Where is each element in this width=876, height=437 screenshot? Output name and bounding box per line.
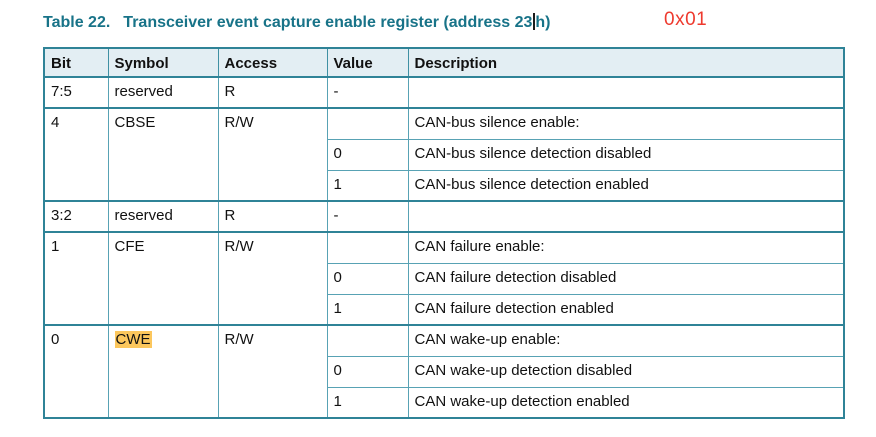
column-header-symbol: Symbol	[107, 47, 219, 78]
register-value-annotation: 0x01	[664, 9, 708, 30]
access-cell: R/W	[217, 107, 328, 202]
access-cell: R/W	[217, 324, 328, 419]
description-cell: CAN-bus silence detection enabled	[407, 169, 845, 202]
table-row: 4 CBSE R/W CAN-bus silence enable:	[43, 107, 845, 202]
value-cell: 0	[326, 138, 409, 171]
description-cell: CAN wake-up detection enabled	[407, 386, 845, 419]
search-highlight: CWE	[114, 331, 152, 348]
table-row: 1 CFE R/W CAN failure enable:	[43, 231, 845, 326]
value-cell	[326, 107, 409, 140]
value-cell: 0	[326, 262, 409, 295]
column-header-bit: Bit	[43, 47, 109, 78]
symbol-cell: CBSE	[107, 107, 219, 202]
description-cell: CAN failure enable:	[407, 231, 845, 264]
value-cell: 1	[326, 386, 409, 419]
access-cell: R	[217, 200, 328, 233]
value-cell	[326, 324, 409, 357]
register-table: Bit Symbol Access Value Description 7:5 …	[43, 47, 845, 419]
description-cell: CAN wake-up enable:	[407, 324, 845, 357]
table-header-row: Bit Symbol Access Value Description	[43, 47, 845, 78]
description-cell: CAN failure detection enabled	[407, 293, 845, 326]
table-row: 0 CWE R/W CAN wake-up enable:	[43, 324, 845, 419]
symbol-cell: CFE	[107, 231, 219, 326]
table-title-caption-prefix: Transceiver event capture enable registe…	[123, 14, 533, 31]
value-cell: 1	[326, 169, 409, 202]
table-subrow: 0 CAN wake-up detection disabled	[44, 355, 845, 388]
table-subrow: 1 CAN wake-up detection enabled	[44, 386, 845, 419]
bit-cell: 3:2	[43, 200, 109, 233]
access-cell: R/W	[217, 231, 328, 326]
bit-cell: 0	[43, 324, 109, 419]
column-header-access: Access	[217, 47, 328, 78]
description-cell	[407, 200, 845, 233]
value-cell: 1	[326, 293, 409, 326]
value-cell: -	[326, 76, 409, 109]
table-row: 7:5 reserved R -	[43, 76, 845, 109]
symbol-cell: reserved	[107, 200, 219, 233]
table-title: Table 22. Transceiver event capture enabl…	[43, 13, 551, 32]
value-cell: 0	[326, 355, 409, 388]
bit-cell: 7:5	[43, 76, 109, 109]
table-title-label: Table 22.	[43, 14, 111, 31]
table-subrow: 0 CAN failure detection disabled	[44, 262, 845, 295]
symbol-cell: reserved	[107, 76, 219, 109]
table-subrow: 0 CAN-bus silence detection disabled	[44, 138, 845, 171]
value-cell	[326, 231, 409, 264]
description-cell: CAN-bus silence detection disabled	[407, 138, 845, 171]
description-cell	[407, 76, 845, 109]
symbol-cell: CWE	[107, 324, 219, 419]
text-cursor	[533, 13, 536, 30]
access-cell: R	[217, 76, 328, 109]
description-cell: CAN-bus silence enable:	[407, 107, 845, 140]
bit-cell: 1	[43, 231, 109, 326]
column-header-description: Description	[407, 47, 845, 78]
value-cell: -	[326, 200, 409, 233]
table-title-caption-suffix: h)	[535, 14, 551, 31]
description-cell: CAN failure detection disabled	[407, 262, 845, 295]
table-row: 3:2 reserved R -	[43, 200, 845, 233]
bit-cell: 4	[43, 107, 109, 202]
column-header-value: Value	[326, 47, 409, 78]
description-cell: CAN wake-up detection disabled	[407, 355, 845, 388]
